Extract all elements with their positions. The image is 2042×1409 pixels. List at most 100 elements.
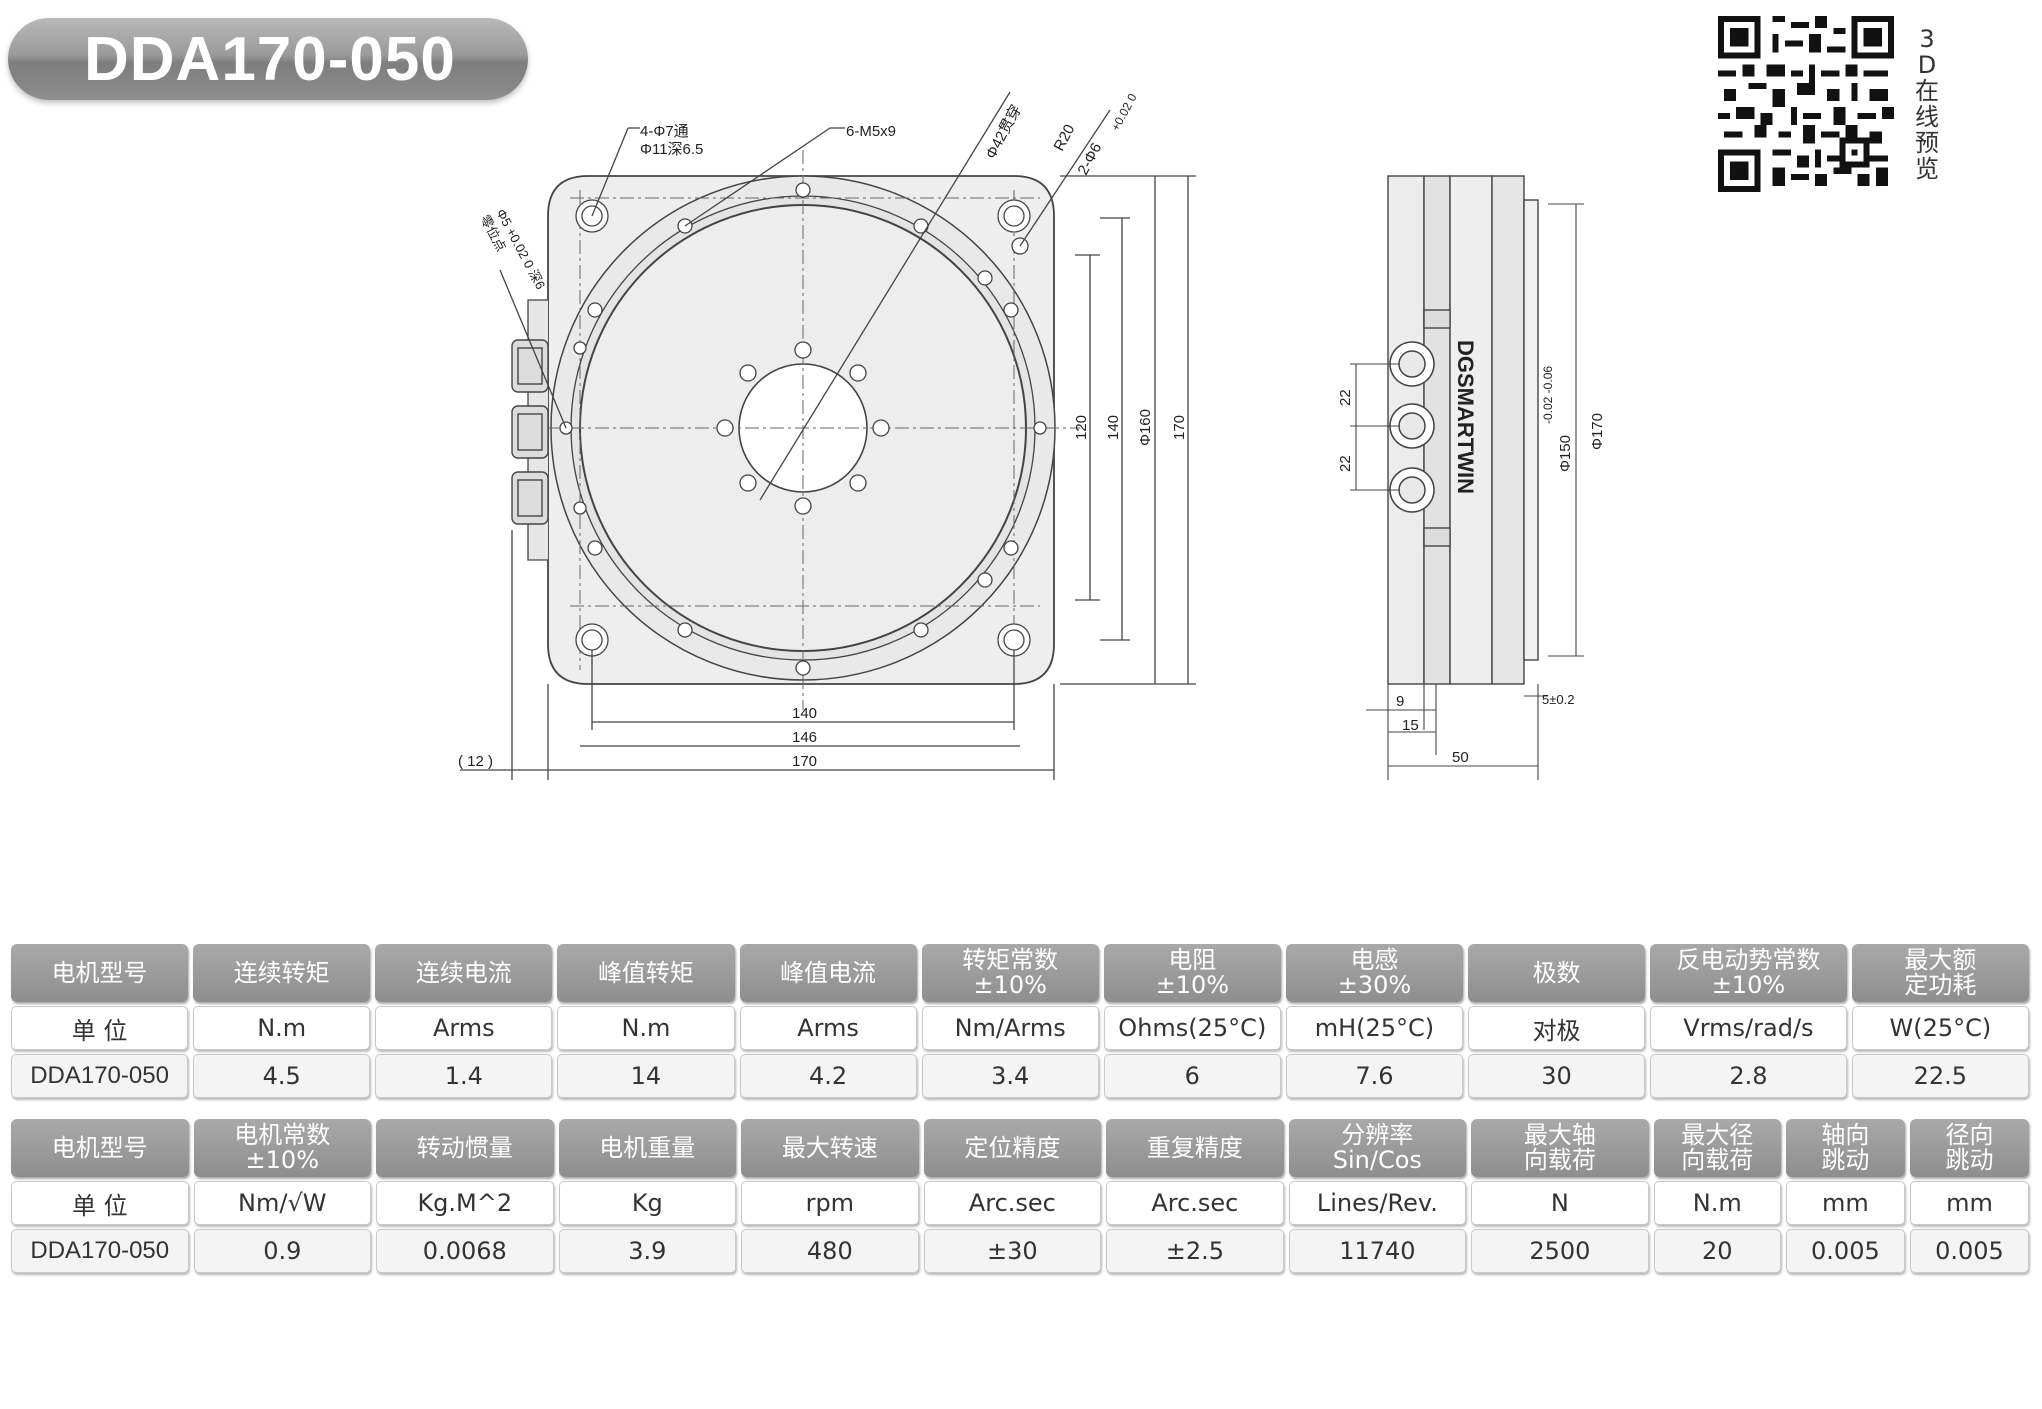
dim-140v-label: 140 [1105,415,1122,440]
table-value-cell: DDA170-050 [11,1054,189,1098]
table-unit-cell: Arms [375,1006,553,1050]
table-header-cell: 反电动势常数 ±10% [1650,944,1847,1002]
table-header-cell: 最大转速 [741,1119,919,1177]
table-unit-cell: N.m [1653,1181,1781,1225]
table-value-cell: 4.5 [193,1054,371,1098]
table-header-cell: 电机型号 [11,1119,189,1177]
table-unit-cell: mm [1909,1181,2029,1225]
table-header-cell: 电阻 ±10% [1103,944,1281,1002]
table-value-cell: 3.4 [921,1054,1099,1098]
table-unit-cell: Arms [739,1006,917,1050]
d5-label: 5±0.2 [1542,692,1574,707]
holes-a-cb-label: Φ11深6.5 [640,141,703,158]
table-header-cell: 连续转矩 [193,944,371,1002]
pin-tol-label: +0.02 0 [1108,91,1139,134]
table-value-cell: 0.9 [193,1229,372,1273]
table-value-cell: 0.0068 [376,1229,554,1273]
table-header-cell: 轴向 跳动 [1785,1119,1905,1177]
table-unit-cell: 对极 [1468,1006,1646,1050]
dim-170h-label: 170 [792,753,817,770]
table-value-cell: 480 [741,1229,919,1273]
table-unit-cell: 单 位 [11,1181,189,1225]
table-value-cell: 1.4 [375,1054,553,1098]
side-view-labels: DGSMARTWIN 22 22 Φ150 -0.02 -0.06 Φ170 9… [1337,340,1606,766]
holes-a-label: 4-Φ7通 [640,123,689,140]
d9-label: 9 [1396,693,1404,710]
table-unit-cell: Nm/Arms [921,1006,1099,1050]
dim-160-label: Φ160 [1137,409,1154,446]
table-unit-cell: Kg.M^2 [376,1181,554,1225]
table-header-cell: 极数 [1468,944,1646,1002]
table-value-cell: 20 [1653,1229,1781,1273]
spec-table-lower: 电机型号电机常数 ±10%转动惯量电机重量最大转速定位精度重复精度分辨率 Sin… [6,1115,2034,1277]
d150-label: Φ150 [1557,435,1574,472]
table-value-cell: DDA170-050 [11,1229,189,1273]
table-header-cell: 最大轴 向载荷 [1471,1119,1649,1177]
table-value-cell: 30 [1468,1054,1646,1098]
table-unit-cell: Kg [558,1181,737,1225]
table-unit-cell: N.m [193,1006,371,1050]
table-unit-cell: Arc.sec [1106,1181,1284,1225]
table-header-cell: 径向 跳动 [1909,1119,2029,1177]
table-header-cell: 最大额 定功耗 [1851,944,2029,1002]
table-header-cell: 分辨率 Sin/Cos [1288,1119,1467,1177]
table-header-cell: 最大径 向载荷 [1653,1119,1781,1177]
table-header-cell: 转矩常数 ±10% [921,944,1099,1002]
table-unit-cell: Ohms(25°C) [1103,1006,1281,1050]
table-unit-cell: W(25°C) [1851,1006,2029,1050]
table-value-cell: 14 [557,1054,735,1098]
table-value-cell: 2.8 [1650,1054,1847,1098]
table-unit-cell: rpm [741,1181,919,1225]
table-value-cell: 0.005 [1909,1229,2029,1273]
table-value-cell: ±30 [923,1229,1102,1273]
d170-label: Φ170 [1589,413,1606,450]
dim-170v-label: 170 [1171,415,1188,440]
table-header-cell: 重复精度 [1106,1119,1284,1177]
title-badge: DDA170-050 [8,18,528,100]
table-value-cell: 4.2 [739,1054,917,1098]
table-value-cell: 0.005 [1785,1229,1905,1273]
table-unit-cell: mH(25°C) [1285,1006,1463,1050]
dim-146h-label: 146 [792,729,817,746]
table-header-cell: 转动惯量 [376,1119,554,1177]
table-value-cell: 2500 [1471,1229,1649,1273]
table-header-cell: 电机型号 [11,944,189,1002]
dim-12-label: ( 12 ) [458,753,493,770]
technical-drawing: 4-Φ7通 Φ11深6.5 6-M5x9 Φ42贯穿 R20 2-Φ6 +0.0… [458,91,1606,780]
table-unit-cell: Nm/√W [193,1181,372,1225]
table-value-cell: 7.6 [1285,1054,1463,1098]
qr-code-icon[interactable] [1718,16,1894,192]
table-unit-cell: mm [1785,1181,1905,1225]
table-value-cell: 22.5 [1851,1054,2029,1098]
table-header-cell: 电机常数 ±10% [193,1119,372,1177]
d50-label: 50 [1452,749,1469,766]
radius-label: R20 [1051,122,1079,154]
table-unit-cell: N [1471,1181,1649,1225]
table-row: 电机型号电机常数 ±10%转动惯量电机重量最大转速定位精度重复精度分辨率 Sin… [11,1119,2029,1177]
product-title: DDA170-050 [84,25,456,94]
pin-label: 2-Φ6 [1075,140,1106,178]
bore-label: Φ42贯穿 [983,102,1026,162]
d15-label: 15 [1402,717,1419,734]
table-unit-cell: N.m [557,1006,735,1050]
dim-120-label: 120 [1073,415,1090,440]
qr-label: 3D在线预览 [1915,25,1939,183]
table-unit-cell: Vrms/rad/s [1650,1006,1847,1050]
d150-tol-label: -0.02 -0.06 [1541,366,1555,424]
table-value-cell: 3.9 [558,1229,737,1273]
side-view [1350,175,1584,780]
brand-label: DGSMARTWIN [1453,340,1478,494]
d22b-label: 22 [1337,455,1354,472]
table-unit-cell: Lines/Rev. [1288,1181,1467,1225]
d22a-label: 22 [1337,389,1354,406]
table-header-cell: 峰值电流 [739,944,917,1002]
dim-140h-label: 140 [792,705,817,722]
table-header-cell: 峰值转矩 [557,944,735,1002]
spec-table-upper: 电机型号连续转矩连续电流峰值转矩峰值电流转矩常数 ±10%电阻 ±10%电感 ±… [6,940,2034,1102]
table-header-cell: 连续电流 [375,944,553,1002]
table-row: 电机型号连续转矩连续电流峰值转矩峰值电流转矩常数 ±10%电阻 ±10%电感 ±… [11,944,2029,1002]
table-header-cell: 电机重量 [558,1119,737,1177]
table-header-cell: 电感 ±30% [1285,944,1463,1002]
